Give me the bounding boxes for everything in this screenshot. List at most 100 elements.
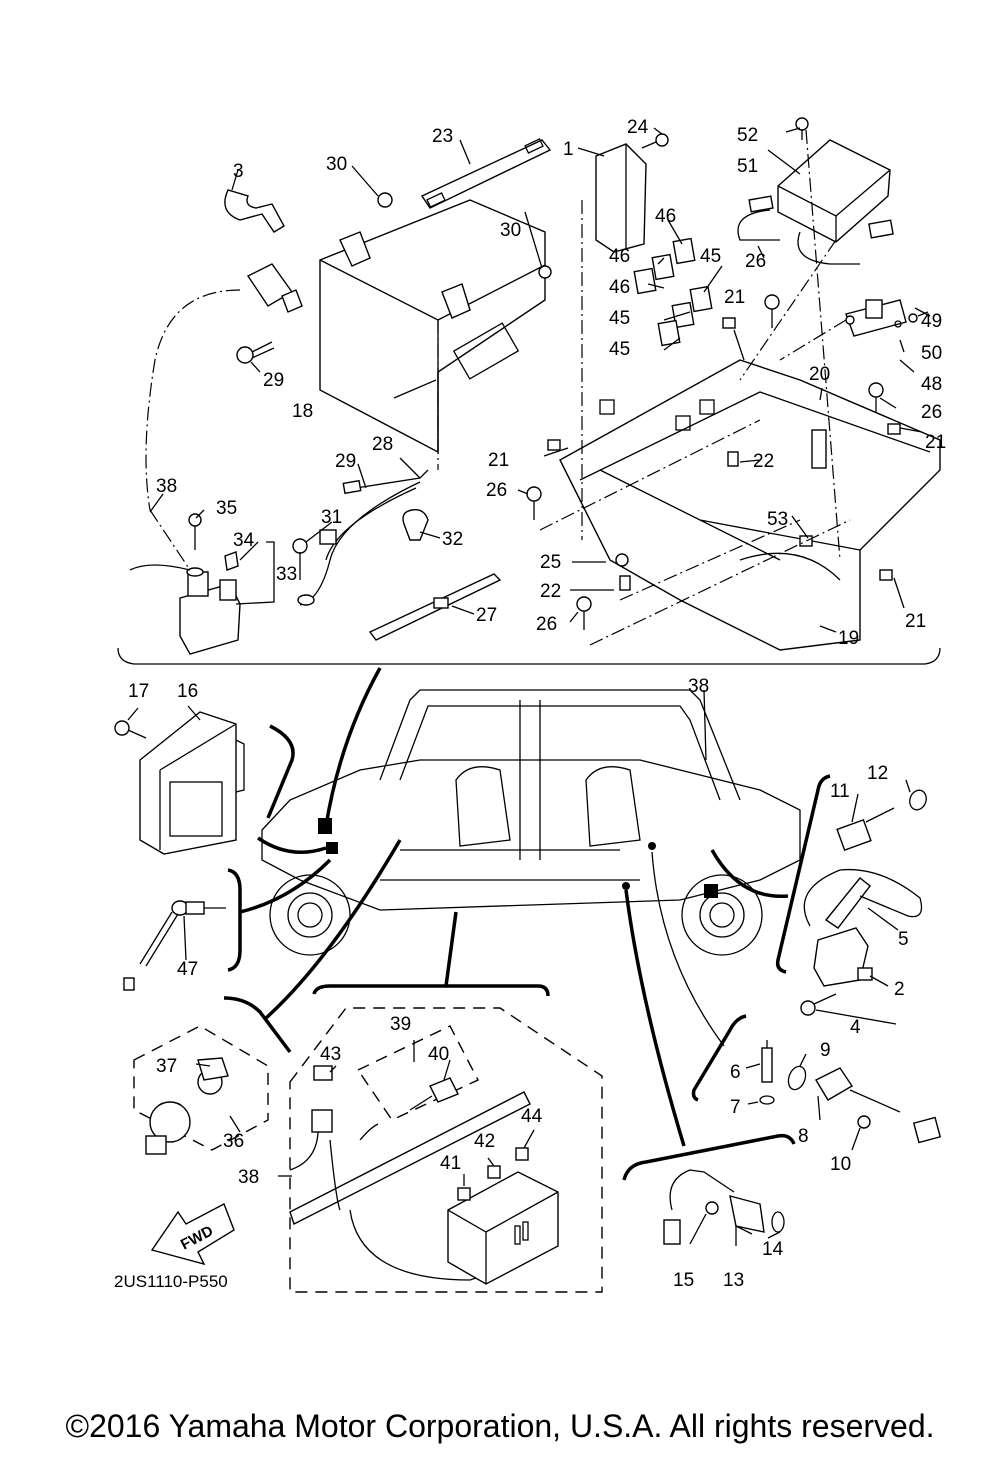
callout-45[interactable]: 45 xyxy=(700,246,721,267)
nut-part[interactable] xyxy=(615,553,629,567)
callout-38[interactable]: 38 xyxy=(156,476,177,497)
callout-26[interactable]: 26 xyxy=(745,251,766,272)
sensor-part[interactable] xyxy=(123,900,226,991)
callout-26[interactable]: 26 xyxy=(536,614,557,635)
callout-36[interactable]: 36 xyxy=(223,1131,244,1152)
callout-46[interactable]: 46 xyxy=(609,246,630,267)
lean-angle-sensor-part[interactable] xyxy=(845,299,929,337)
callout-47[interactable]: 47 xyxy=(177,959,198,980)
callout-15[interactable]: 15 xyxy=(673,1270,694,1291)
callout-21[interactable]: 21 xyxy=(905,611,926,632)
callout-5[interactable]: 5 xyxy=(898,929,909,950)
relay-cluster-part[interactable] xyxy=(633,237,713,347)
callout-17[interactable]: 17 xyxy=(128,681,149,702)
nut-clip-part[interactable] xyxy=(799,535,813,547)
switch-assembly-part[interactable] xyxy=(145,1057,229,1155)
callout-48[interactable]: 48 xyxy=(921,374,942,395)
cable-tie-part[interactable] xyxy=(368,573,502,641)
callout-9[interactable]: 9 xyxy=(820,1040,831,1061)
bolt-part[interactable] xyxy=(526,486,542,520)
sensor-part[interactable] xyxy=(815,1067,942,1144)
terminal-cover-part[interactable] xyxy=(145,263,303,511)
callout-32[interactable]: 32 xyxy=(442,529,463,550)
callout-43[interactable]: 43 xyxy=(320,1044,341,1065)
callout-35[interactable]: 35 xyxy=(216,498,237,519)
callout-50[interactable]: 50 xyxy=(921,343,942,364)
callout-27[interactable]: 27 xyxy=(476,605,497,626)
callout-29[interactable]: 29 xyxy=(263,370,284,391)
callout-33[interactable]: 33 xyxy=(276,564,297,585)
callout-13[interactable]: 13 xyxy=(723,1270,744,1291)
bolt-part[interactable] xyxy=(764,294,780,328)
callout-26[interactable]: 26 xyxy=(486,480,507,501)
callout-11[interactable]: 11 xyxy=(830,781,850,802)
nut-clip-part[interactable] xyxy=(887,423,901,435)
callout-1[interactable]: 1 xyxy=(563,139,574,160)
callout-24[interactable]: 24 xyxy=(627,117,649,138)
cap-part[interactable] xyxy=(313,1065,333,1081)
fuse-box-part[interactable] xyxy=(447,1171,559,1285)
nut-clip-part[interactable] xyxy=(727,451,739,467)
bolt-part[interactable] xyxy=(236,341,275,364)
callout-38[interactable]: 38 xyxy=(238,1167,259,1188)
callout-34[interactable]: 34 xyxy=(233,530,255,551)
callout-16[interactable]: 16 xyxy=(177,681,198,702)
connector-part[interactable] xyxy=(359,1077,459,1141)
callout-45[interactable]: 45 xyxy=(609,339,630,360)
ecu-part[interactable] xyxy=(737,117,894,265)
wire-harness-part[interactable] xyxy=(289,1091,531,1281)
clamp-part[interactable] xyxy=(224,189,285,233)
callout-4[interactable]: 4 xyxy=(850,1017,861,1038)
callout-28[interactable]: 28 xyxy=(372,434,393,455)
callout-30[interactable]: 30 xyxy=(500,220,521,241)
callout-21[interactable]: 21 xyxy=(724,287,745,308)
lead-part[interactable] xyxy=(292,469,429,606)
callout-22[interactable]: 22 xyxy=(540,581,561,602)
battery-band-part[interactable] xyxy=(420,138,552,209)
nut-part[interactable] xyxy=(538,265,552,279)
callout-31[interactable]: 31 xyxy=(321,507,342,528)
callout-41[interactable]: 41 xyxy=(440,1153,461,1174)
callout-39[interactable]: 39 xyxy=(390,1014,411,1035)
callout-18[interactable]: 18 xyxy=(292,401,313,422)
speed-sensor-part[interactable] xyxy=(663,1169,785,1245)
callout-8[interactable]: 8 xyxy=(798,1126,809,1147)
callout-14[interactable]: 14 xyxy=(762,1239,784,1260)
callout-25[interactable]: 25 xyxy=(540,552,561,573)
control-unit-part[interactable] xyxy=(595,143,647,253)
callout-29[interactable]: 29 xyxy=(335,451,356,472)
bolt-part[interactable] xyxy=(576,596,592,630)
nut-part[interactable] xyxy=(377,192,393,208)
gasket-part[interactable] xyxy=(759,1095,775,1105)
nut-clip-part[interactable] xyxy=(547,439,561,451)
spark-plug-cap-part[interactable] xyxy=(824,877,871,929)
callout-42[interactable]: 42 xyxy=(474,1131,495,1152)
battery-part[interactable] xyxy=(319,199,546,454)
callout-6[interactable]: 6 xyxy=(730,1062,741,1083)
callout-52[interactable]: 52 xyxy=(737,125,758,146)
callout-3[interactable]: 3 xyxy=(233,161,244,182)
callout-22[interactable]: 22 xyxy=(753,451,774,472)
bolt-part[interactable] xyxy=(800,993,837,1016)
callout-19[interactable]: 19 xyxy=(838,628,859,649)
callout-12[interactable]: 12 xyxy=(867,763,888,784)
rectifier-regulator-part[interactable] xyxy=(114,711,245,855)
callout-2[interactable]: 2 xyxy=(894,979,905,1000)
starter-relay-part[interactable] xyxy=(129,509,241,655)
fuse-part[interactable] xyxy=(515,1147,529,1161)
callout-30[interactable]: 30 xyxy=(326,154,347,175)
callout-26[interactable]: 26 xyxy=(921,402,942,423)
nut-clip-part[interactable] xyxy=(619,575,631,591)
ignition-coil-part[interactable] xyxy=(813,927,873,987)
callout-7[interactable]: 7 xyxy=(730,1097,741,1118)
callout-21[interactable]: 21 xyxy=(925,432,946,453)
callout-44[interactable]: 44 xyxy=(521,1106,543,1127)
spark-plug-part[interactable] xyxy=(761,1040,773,1083)
callout-10[interactable]: 10 xyxy=(830,1154,851,1175)
fuse-part[interactable] xyxy=(487,1165,501,1179)
o-ring-part[interactable] xyxy=(785,1064,808,1092)
fuse-part[interactable] xyxy=(457,1187,471,1201)
callout-38[interactable]: 38 xyxy=(688,676,709,697)
callout-40[interactable]: 40 xyxy=(428,1044,449,1065)
callout-46[interactable]: 46 xyxy=(609,277,630,298)
